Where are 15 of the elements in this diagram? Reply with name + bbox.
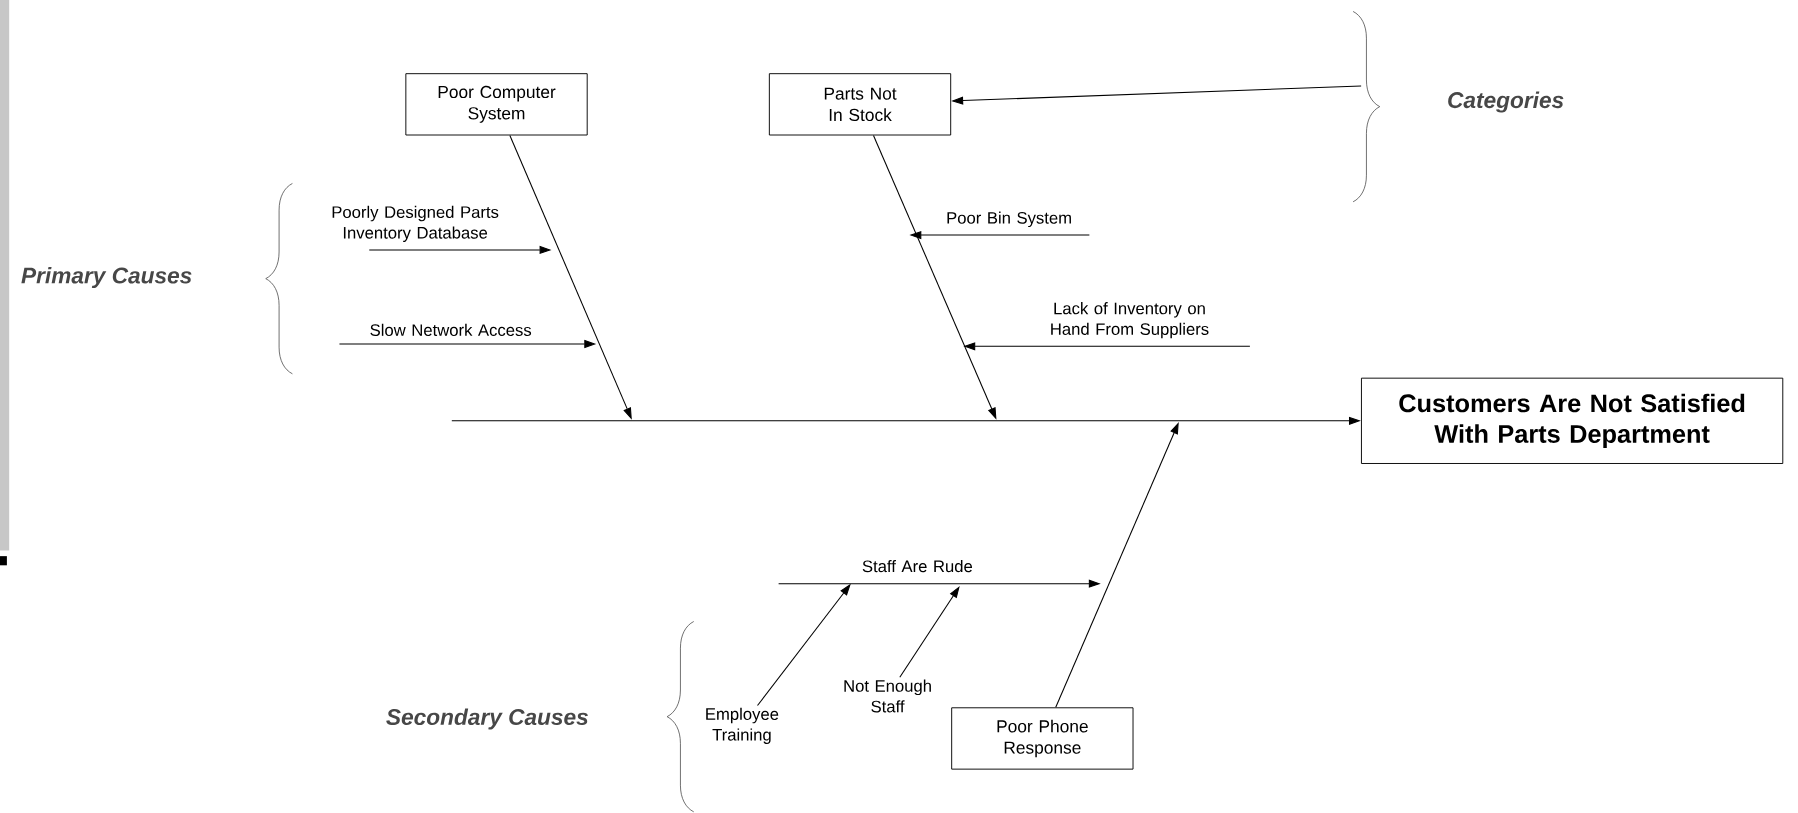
category-box: Poor Phone Response [951,707,1134,770]
group-label: Categories [1448,91,1564,113]
category-box: Poor Computer System [405,73,588,136]
cause-text: Employee Training [706,707,779,744]
cause-text: Lack of Inventory on Hand From Suppliers [1051,302,1209,339]
cause-text: Slow Network Access [370,323,532,336]
problem-box: Customers Are Not Satisfied With Parts Department [1361,377,1784,464]
group-label: Primary Causes [21,266,192,289]
cause-text: Poorly Designed Parts Inventory Database [332,205,499,242]
cause-text: Poor Bin System [947,211,1071,228]
group-label: Secondary Causes [386,708,588,730]
cause-text: Not Enough Staff [844,679,931,713]
cause-text: Staff Are Rude [862,559,973,573]
category-box: Parts Not In Stock [768,73,952,136]
arrow [899,586,960,678]
